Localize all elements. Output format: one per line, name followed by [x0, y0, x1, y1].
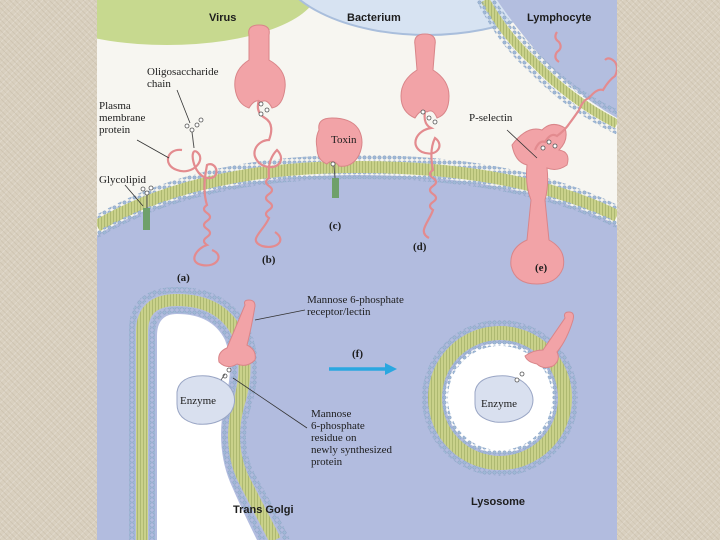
toxin-label: Toxin — [331, 134, 357, 146]
oligosaccharide-chain-label: Oligosaccharide chain — [147, 66, 219, 90]
enzyme-right-label: Enzyme — [481, 398, 518, 410]
panel-a-label: (a) — [177, 272, 190, 284]
panel-d-label: (d) — [413, 241, 427, 253]
enzyme-left-label: Enzyme — [180, 395, 217, 407]
bacterium-label: Bacterium — [347, 12, 401, 24]
panel-c-label: (c) — [329, 220, 342, 232]
trans-golgi-label: Trans Golgi — [233, 504, 294, 516]
membrane-lectin-diagram: Virus Bacterium Lymphocyte Oligosacchari… — [97, 0, 617, 540]
glycolipid-label: Glycolipid — [99, 174, 147, 186]
plasma-membrane-protein-label: Plasma membrane protein — [99, 100, 146, 136]
lysosome-vesicle — [422, 320, 578, 476]
panel-e-label: (e) — [535, 262, 548, 274]
panel-f-label: (f) — [352, 348, 363, 360]
lysosome-label: Lysosome — [471, 496, 526, 508]
p-selectin-label: P-selectin — [469, 112, 513, 124]
virus-cell — [97, 0, 315, 45]
mannose-residue-label: Mannose 6-phosphate residue on newly syn… — [311, 408, 392, 468]
lymphocyte-label: Lymphocyte — [527, 12, 592, 24]
panel-b-label: (b) — [262, 254, 276, 266]
mannose-receptor-label: Mannose 6-phosphate receptor/lectin — [307, 294, 404, 318]
virus-label: Virus — [209, 12, 237, 24]
diagram-canvas — [97, 0, 617, 540]
